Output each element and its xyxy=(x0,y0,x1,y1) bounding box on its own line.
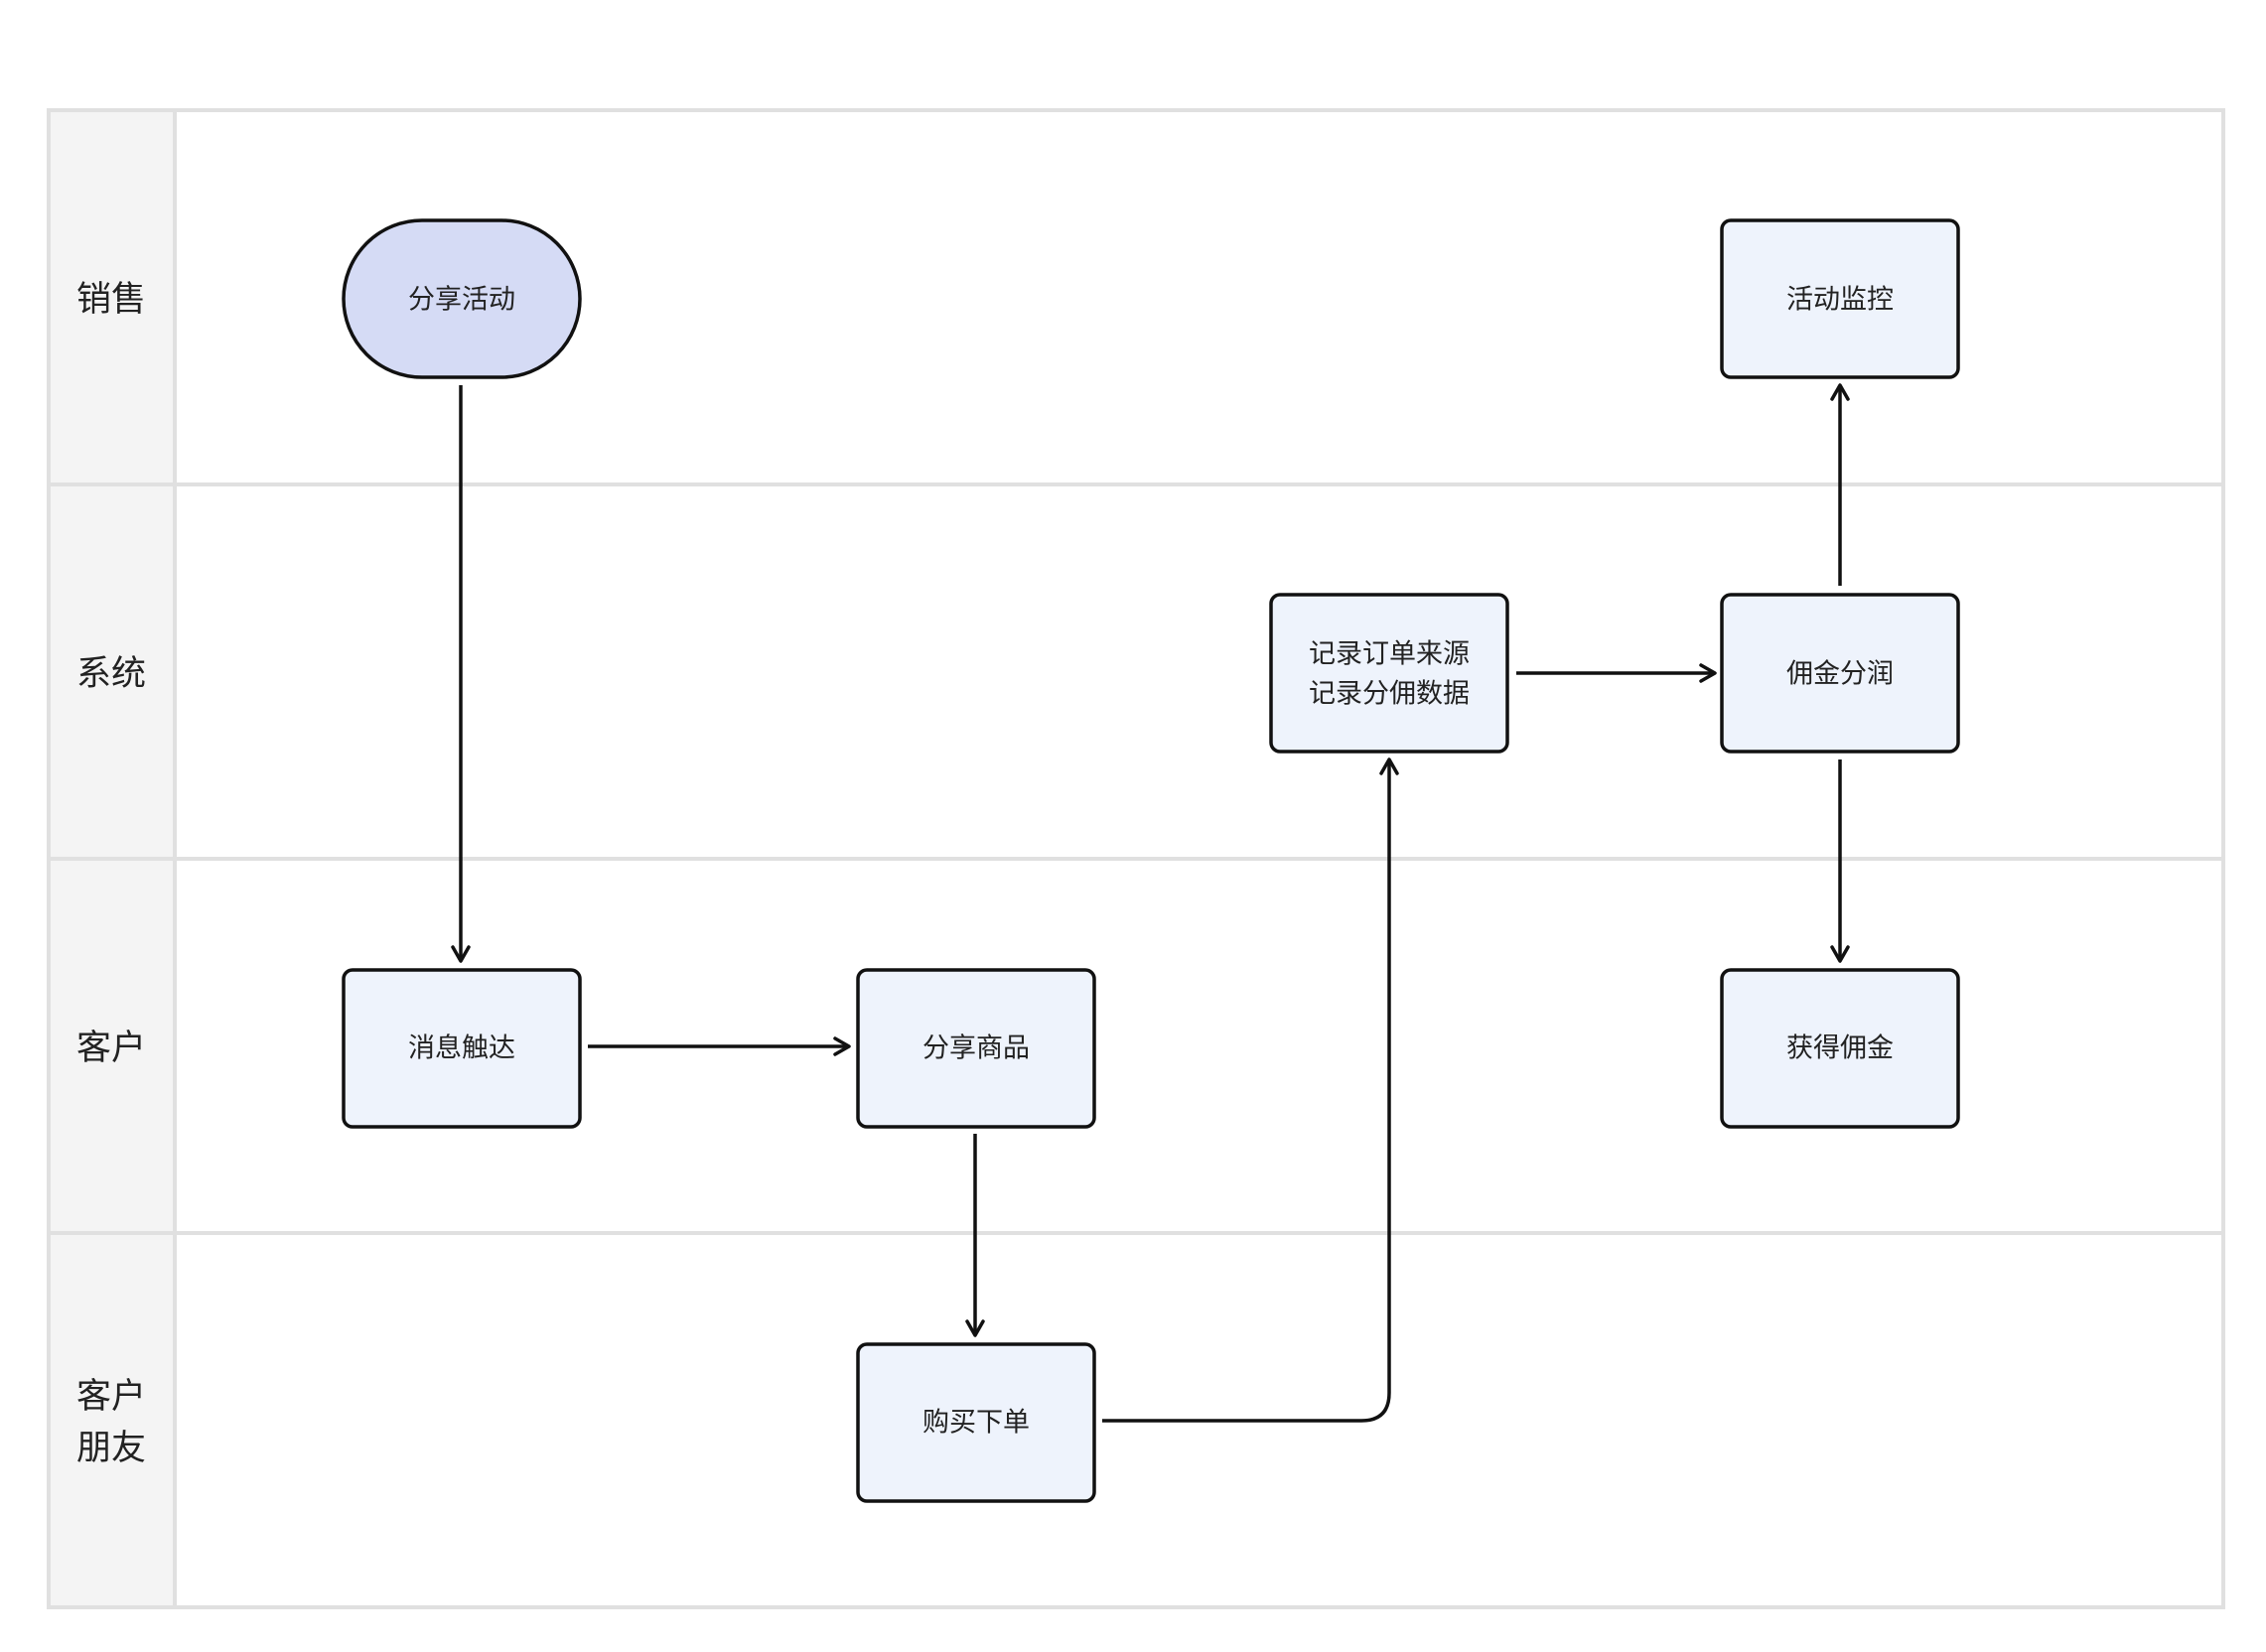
node-label: 获得佣金 xyxy=(1786,1033,1894,1064)
lane-label-system: 系统 xyxy=(76,654,146,694)
node-get-commission[interactable]: 获得佣金 xyxy=(1720,968,1960,1129)
connectors xyxy=(451,383,1850,1423)
node-label: 佣金分润 xyxy=(1786,659,1894,690)
lane-label-customer: 客户 xyxy=(76,1029,146,1068)
node-label: 分享活动 xyxy=(408,285,515,316)
node-label-line1: 记录订单来源 xyxy=(1309,639,1470,670)
node-message-reach[interactable]: 消息触达 xyxy=(342,968,582,1129)
node-commission-split[interactable]: 佣金分润 xyxy=(1720,593,1960,754)
node-share-product[interactable]: 分享商品 xyxy=(856,968,1096,1129)
lane-label-friend-line2: 朋友 xyxy=(76,1429,146,1468)
node-label: 分享商品 xyxy=(922,1033,1030,1064)
node-record-order[interactable]: 记录订单来源 记录分佣数据 xyxy=(1269,593,1509,754)
edge-purchase-order-to-record-order xyxy=(1102,757,1399,1423)
lane-label-friend-line1: 客户 xyxy=(76,1377,146,1417)
node-label: 购买下单 xyxy=(922,1408,1030,1439)
node-label-line2: 记录分佣数据 xyxy=(1309,679,1470,710)
lane-frame xyxy=(47,108,2225,1609)
node-activity-monitor[interactable]: 活动监控 xyxy=(1720,218,1960,379)
node-share-activity[interactable]: 分享活动 xyxy=(342,218,582,379)
lane-labels: 销售 系统 客户 客户 朋友 xyxy=(76,280,146,1468)
node-label: 消息触达 xyxy=(408,1033,515,1064)
node-label: 活动监控 xyxy=(1786,285,1894,316)
node-purchase-order[interactable]: 购买下单 xyxy=(856,1342,1096,1503)
nodes: 分享活动 活动监控 记录订单来源 记录分佣数据 佣金分润 消息触达 分享商品 xyxy=(342,218,1960,1503)
lane-label-sales: 销售 xyxy=(76,280,146,320)
